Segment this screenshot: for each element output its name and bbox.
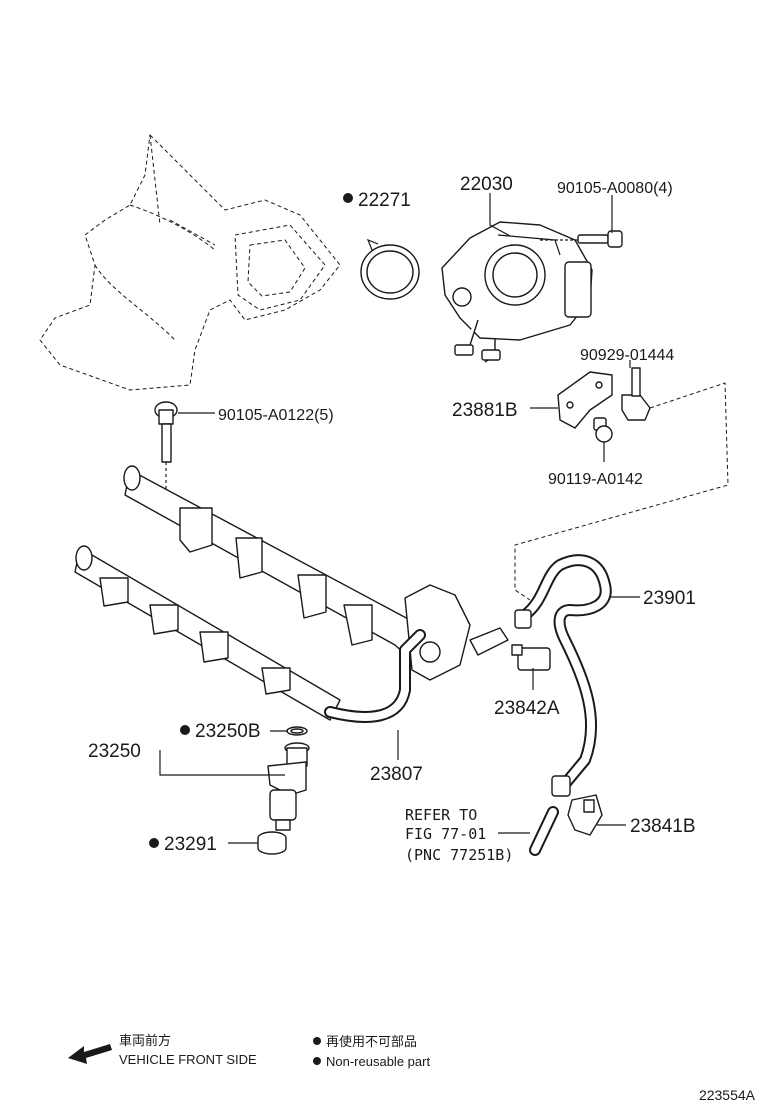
clip-reference-dashed <box>514 382 729 601</box>
label-23250: 23250 <box>88 741 141 762</box>
label-90119-a0142: 90119-A0142 <box>548 471 643 488</box>
throttle-gasket <box>360 238 420 300</box>
fuel-rail-upper <box>123 465 509 681</box>
label-23807: 23807 <box>370 764 423 785</box>
label-23841b: 23841B <box>630 816 696 837</box>
label-22271: 22271 <box>358 190 411 211</box>
connector-23841b <box>567 794 603 836</box>
label-23250b: 23250B <box>195 721 261 742</box>
legend: 車両前方 VEHICLE FRONT SIDE 再使用不可部品 Non-reus… <box>68 1033 430 1069</box>
non-reusable-dot-icon <box>149 838 159 848</box>
label-90105-a0080: 90105-A0080(4) <box>557 180 673 197</box>
o-ring-23250b <box>286 726 308 736</box>
throttle-body <box>441 221 593 363</box>
fuel-hose-23807 <box>324 629 426 723</box>
label-23291: 23291 <box>164 834 217 855</box>
refer-line-2: FIG 77-01 <box>405 825 486 843</box>
rail-bolt <box>154 401 178 510</box>
legend-nonreuse-en: Non-reusable part <box>326 1054 430 1069</box>
clip-90929 <box>621 367 651 421</box>
non-reusable-dot-icon <box>343 193 353 203</box>
insulator-23291 <box>257 831 287 855</box>
label-90929-01444: 90929-01444 <box>580 347 674 364</box>
legend-front-jp: 車両前方 <box>119 1033 171 1048</box>
front-arrow-icon <box>68 1044 112 1064</box>
throttle-bolt <box>540 230 623 248</box>
refer-line-1: REFER TO <box>405 806 477 824</box>
fuel-rail-lower <box>74 545 341 721</box>
bolt-90119 <box>593 417 613 443</box>
connector-23842a <box>511 644 551 671</box>
non-reusable-dot-icon <box>313 1037 321 1045</box>
non-reusable-dot-icon <box>180 725 190 735</box>
leader-lines <box>159 193 640 844</box>
label-23842a: 23842A <box>494 698 560 719</box>
label-90105-a0122: 90105-A0122(5) <box>218 407 334 424</box>
legend-nonreuse-jp: 再使用不可部品 <box>326 1034 417 1049</box>
label-23881b: 23881B <box>452 400 518 421</box>
figure-id: 223554A <box>699 1087 756 1103</box>
bracket-23881b <box>557 371 613 429</box>
legend-front-en: VEHICLE FRONT SIDE <box>119 1052 257 1067</box>
refer-line-3: (PNC 77251B) <box>405 846 513 864</box>
label-22030: 22030 <box>460 174 513 195</box>
label-23901: 23901 <box>643 588 696 609</box>
intake-manifold-outline <box>39 133 341 391</box>
fuel-hose-23901 <box>514 554 612 797</box>
refer-hose-end <box>529 806 559 856</box>
non-reusable-dot-icon <box>313 1057 321 1065</box>
fuel-injector <box>267 742 310 831</box>
